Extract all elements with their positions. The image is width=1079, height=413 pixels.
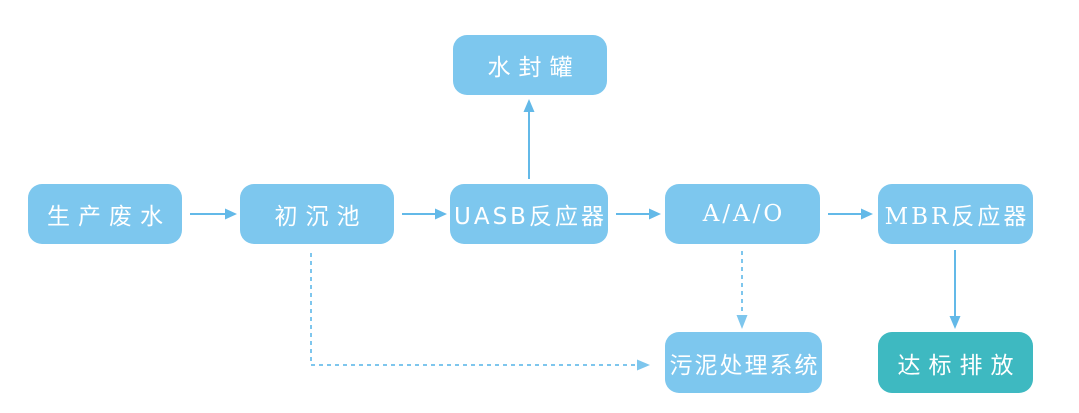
node-water-seal-tank: 水封罐 <box>453 35 607 95</box>
edge-uasb-to-aao <box>616 208 661 220</box>
edge-mbr-to-discharge <box>949 250 961 329</box>
node-standard-discharge: 达标排放 <box>878 332 1033 393</box>
node-uasb-reactor: UASB反应器 <box>450 184 608 244</box>
edge-primary-to-sludge <box>310 253 650 371</box>
edge-production-to-primary <box>190 208 237 220</box>
node-aao: A/A/O <box>665 184 820 244</box>
node-sludge-treatment-system: 污泥处理系统 <box>665 332 822 393</box>
edge-aao-to-sludge <box>736 251 748 329</box>
node-primary-sedimentation-tank: 初沉池 <box>240 184 394 244</box>
edge-primary-to-uasb <box>402 208 447 220</box>
edge-uasb-to-water-seal <box>523 99 535 179</box>
node-mbr-reactor: MBR反应器 <box>878 184 1033 244</box>
node-production-wastewater: 生产废水 <box>28 184 182 244</box>
edge-aao-to-mbr <box>828 208 873 220</box>
